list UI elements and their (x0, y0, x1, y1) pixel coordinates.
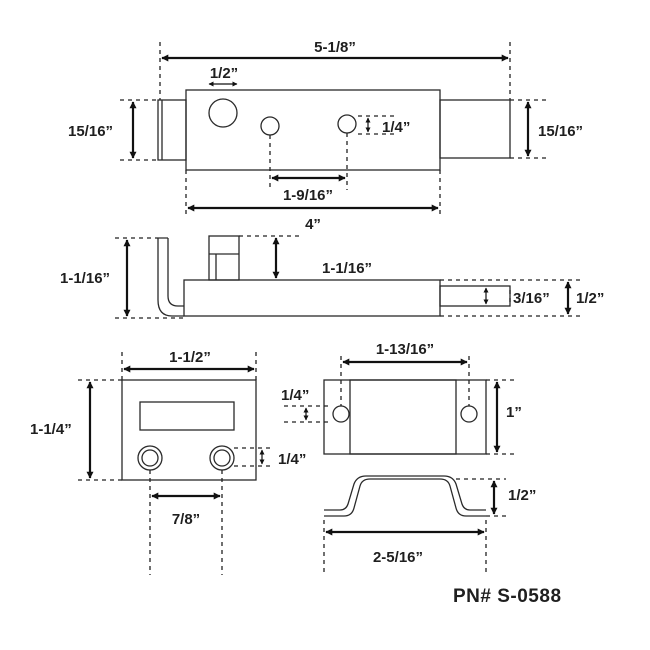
keeper-slot (139, 401, 235, 431)
part-number: PN# S-0588 (453, 586, 562, 607)
strike-view: 1-13/16” 1/4” 1” (281, 341, 522, 455)
side-view-body (183, 279, 441, 317)
label-keeper-hole: 1/4” (278, 451, 306, 468)
side-view-bolt (439, 285, 511, 307)
strike-hole-2 (460, 405, 478, 423)
top-view-screw-hole-1 (260, 116, 280, 136)
label-top-right-height: 15/16” (538, 123, 583, 140)
label-top-hole-spacing: 1-9/16” (283, 187, 333, 204)
side-view: 1-1/16” 1-1/16” 3/16” 1/2” (60, 235, 604, 319)
label-keeper-hole-spacing: 7/8” (172, 511, 200, 528)
label-strike-height: 1” (506, 404, 522, 421)
strike-profile-outer (324, 478, 486, 517)
label-side-overall-height: 1-1/16” (60, 270, 110, 287)
top-view-left-extension (157, 99, 187, 161)
strike-profile-view: 1/2” 2-5/16” (323, 475, 536, 572)
label-top-small-hole: 1/4” (382, 119, 410, 136)
label-side-bolt-diameter: 3/16” (513, 290, 550, 307)
label-strike-length: 2-5/16” (373, 549, 423, 566)
label-side-body-height: 1/2” (576, 290, 604, 307)
label-strike-hole-spacing: 1-13/16” (376, 341, 434, 358)
label-top-large-hole: 1/2” (210, 65, 238, 82)
top-view-right-extension (439, 99, 511, 159)
keeper-plate (121, 379, 257, 481)
label-keeper-height: 1-1/4” (30, 421, 72, 438)
top-view-large-hole (208, 98, 238, 128)
label-strike-depth: 1/2” (508, 487, 536, 504)
top-view-screw-hole-2 (337, 114, 357, 134)
side-view-knob (208, 235, 240, 281)
strike-center-panel (349, 379, 457, 455)
label-strike-hole: 1/4” (281, 387, 309, 404)
label-top-body-length: 4” (305, 216, 321, 233)
label-top-left-height: 15/16” (68, 123, 113, 140)
label-keeper-width: 1-1/2” (169, 349, 211, 366)
label-top-overall-length: 5-1/8” (314, 39, 356, 56)
label-side-knob-height: 1-1/16” (322, 260, 372, 277)
side-view-handle (157, 237, 184, 317)
keeper-view: 1-1/2” 1-1/4” 1/4” 7/8” (30, 349, 306, 575)
top-view: 5-1/8” 1/2” 15/16” 15/16” 1/4” 1-9/16” 4… (68, 39, 583, 233)
strike-hole-1 (332, 405, 350, 423)
